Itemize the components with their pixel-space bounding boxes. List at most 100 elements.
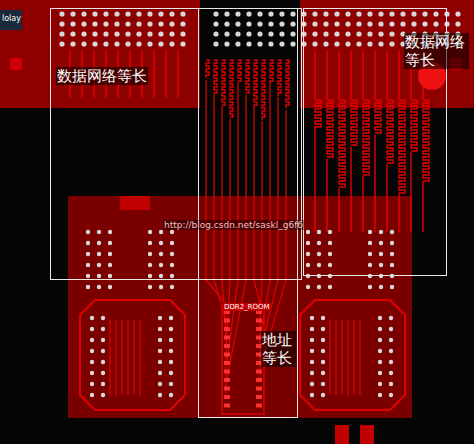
via [101, 327, 105, 331]
via [378, 327, 382, 331]
via [169, 382, 173, 386]
via [70, 41, 75, 46]
via [235, 21, 240, 26]
via [389, 21, 394, 26]
via [378, 360, 382, 364]
via [180, 31, 185, 36]
via [158, 327, 162, 331]
trace [230, 60, 233, 117]
via [90, 371, 94, 375]
via [390, 241, 394, 245]
via [334, 21, 339, 26]
trace [398, 193, 399, 232]
chip-outline [222, 306, 264, 414]
via [378, 371, 382, 375]
via [169, 349, 173, 353]
trace [335, 320, 336, 395]
via [101, 349, 105, 353]
via [422, 21, 427, 26]
via [70, 31, 75, 36]
pin-pad [256, 370, 262, 374]
via [290, 41, 295, 46]
trace [326, 159, 327, 232]
via [97, 285, 101, 289]
via [148, 252, 152, 256]
via [367, 11, 372, 16]
via [310, 349, 314, 353]
via [86, 241, 90, 245]
via [345, 41, 350, 46]
via [389, 41, 394, 46]
via [97, 263, 101, 267]
via [170, 252, 174, 256]
via [400, 21, 405, 26]
via [158, 393, 162, 397]
trace [410, 152, 411, 232]
via [328, 241, 332, 245]
via [86, 230, 90, 234]
via [378, 393, 382, 397]
via [224, 21, 229, 26]
via [389, 327, 393, 331]
via [169, 338, 173, 342]
copper-plane [68, 196, 412, 418]
via [368, 263, 372, 267]
via [310, 338, 314, 342]
via [97, 274, 101, 278]
pin-pad [224, 353, 230, 357]
via [389, 349, 393, 353]
via [81, 41, 86, 46]
via [310, 316, 314, 320]
via [86, 252, 90, 256]
via [356, 41, 361, 46]
via [379, 252, 383, 256]
via [158, 316, 162, 320]
tab-text: lolay [1, 14, 22, 23]
via [367, 31, 372, 36]
via [368, 230, 372, 234]
via [97, 252, 101, 256]
via [108, 252, 112, 256]
copper-plane [300, 0, 474, 108]
via [279, 21, 284, 26]
trace [109, 320, 110, 395]
trace [386, 164, 387, 232]
via [90, 360, 94, 364]
via [321, 393, 325, 397]
via [224, 41, 229, 46]
via [378, 31, 383, 36]
via [389, 382, 393, 386]
trace [326, 50, 327, 100]
via [310, 360, 314, 364]
via [136, 41, 141, 46]
via [147, 31, 152, 36]
via [268, 21, 273, 26]
via [125, 31, 130, 36]
via [90, 338, 94, 342]
via [86, 285, 90, 289]
trace [278, 60, 281, 96]
pin-pad [224, 387, 230, 391]
via [328, 252, 332, 256]
toolbar-tab [0, 10, 22, 30]
via [367, 21, 372, 26]
via [125, 21, 130, 26]
trace [362, 176, 363, 232]
trace [375, 100, 381, 133]
via [148, 274, 152, 278]
via [290, 11, 295, 16]
via [148, 230, 152, 234]
trace [121, 320, 122, 395]
via [389, 316, 393, 320]
trace [314, 50, 315, 100]
trace-group [70, 50, 429, 395]
via [455, 21, 460, 26]
trace [351, 100, 357, 145]
via [345, 31, 350, 36]
via [180, 41, 185, 46]
via [368, 241, 372, 245]
pin-pad [256, 319, 262, 323]
trace [246, 60, 249, 93]
pad [360, 425, 374, 444]
